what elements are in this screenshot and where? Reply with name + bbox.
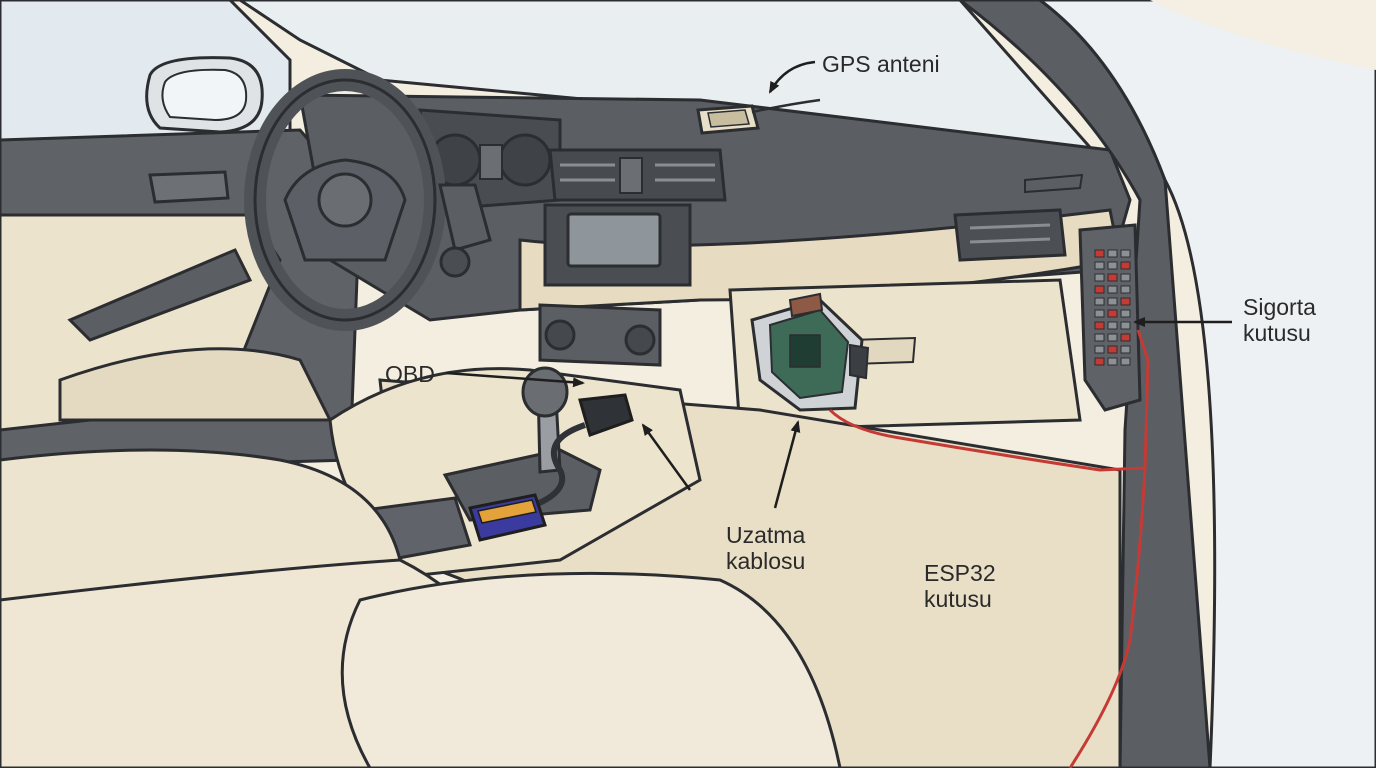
- extension-cable-label-line1: Uzatma: [726, 522, 806, 548]
- esp32-box-label-line2: kutusu: [924, 586, 992, 612]
- fuse-slot: [1107, 345, 1118, 354]
- passenger-seat: [340, 571, 842, 768]
- obd-arrow: [445, 371, 585, 388]
- fuse-slot: [1094, 357, 1105, 366]
- fuse-slot: [1094, 261, 1105, 270]
- fuse-slot: [1094, 297, 1105, 306]
- fuse-slot: [1120, 309, 1131, 318]
- fuse-slot: [1094, 345, 1105, 354]
- fuse-slot: [1120, 357, 1131, 366]
- gear-knob: [521, 366, 569, 418]
- fuse-slot: [1094, 285, 1105, 294]
- extension-cable-label: Uzatma kablosu: [726, 522, 805, 574]
- fuse-slot: [1120, 285, 1131, 294]
- ignition-switch: [439, 246, 471, 278]
- fuse-slot: [1120, 273, 1131, 282]
- fuse-slot: [1094, 249, 1105, 258]
- fuse-box-icon: [1078, 223, 1142, 412]
- window-switch-panel: [67, 248, 253, 342]
- fuse-slot: [1107, 285, 1118, 294]
- fuse-box-label-line1: Sigorta: [1243, 294, 1316, 320]
- fuse-slot: [1107, 249, 1118, 258]
- side-mirror-glass: [161, 68, 248, 122]
- obd-dongle-icon: [468, 393, 634, 542]
- esp32-box-label-line1: ESP32: [924, 560, 996, 586]
- horn-pad: [317, 172, 373, 228]
- gps-arrow: [768, 60, 816, 94]
- esp32-box-label: ESP32 kutusu: [924, 560, 996, 612]
- fuse-slot: [1120, 333, 1131, 342]
- fuse-slot: [1120, 321, 1131, 330]
- ignition-column: [438, 183, 492, 252]
- infotainment-screen: [566, 212, 662, 268]
- fuse-slot: [1107, 321, 1118, 330]
- gps-antenna-icon: [696, 98, 821, 135]
- right-vent: [953, 208, 1067, 262]
- fuse-slot: [1120, 345, 1131, 354]
- fuse-slot: [1120, 249, 1131, 258]
- power-wire-down: [1068, 467, 1147, 768]
- extension-cable-arrow-2: [773, 420, 801, 509]
- power-wire-top: [828, 329, 1150, 472]
- fuse-box-label: Sigorta kutusu: [1243, 294, 1316, 346]
- fuse-slot: [1094, 273, 1105, 282]
- gps-antenna-label: GPS anteni: [822, 51, 940, 77]
- fuse-slot: [1107, 273, 1118, 282]
- fuse-slot: [1107, 333, 1118, 342]
- fuse-slot: [1094, 321, 1105, 330]
- obd-label: OBD: [385, 361, 435, 387]
- door-frame: [1037, 0, 1376, 768]
- cluster-display: [479, 144, 503, 180]
- fuse-slot: [1120, 297, 1131, 306]
- fuse-slot: [1094, 309, 1105, 318]
- fuse-slot: [1107, 261, 1118, 270]
- fuse-box-label-line2: kutusu: [1243, 320, 1311, 346]
- fuse-slot: [1107, 297, 1118, 306]
- esp32-board-icon: [750, 292, 870, 412]
- fuse-slot: [1120, 261, 1131, 270]
- extension-cable-arrow-1: [641, 423, 692, 491]
- door-handle: [148, 170, 230, 204]
- fuse-slot: [1107, 357, 1118, 366]
- fuse-slot: [1107, 309, 1118, 318]
- extension-cable-label-line2: kablosu: [726, 548, 806, 574]
- fuse-slot: [1094, 333, 1105, 342]
- tachometer-gauge: [498, 133, 552, 187]
